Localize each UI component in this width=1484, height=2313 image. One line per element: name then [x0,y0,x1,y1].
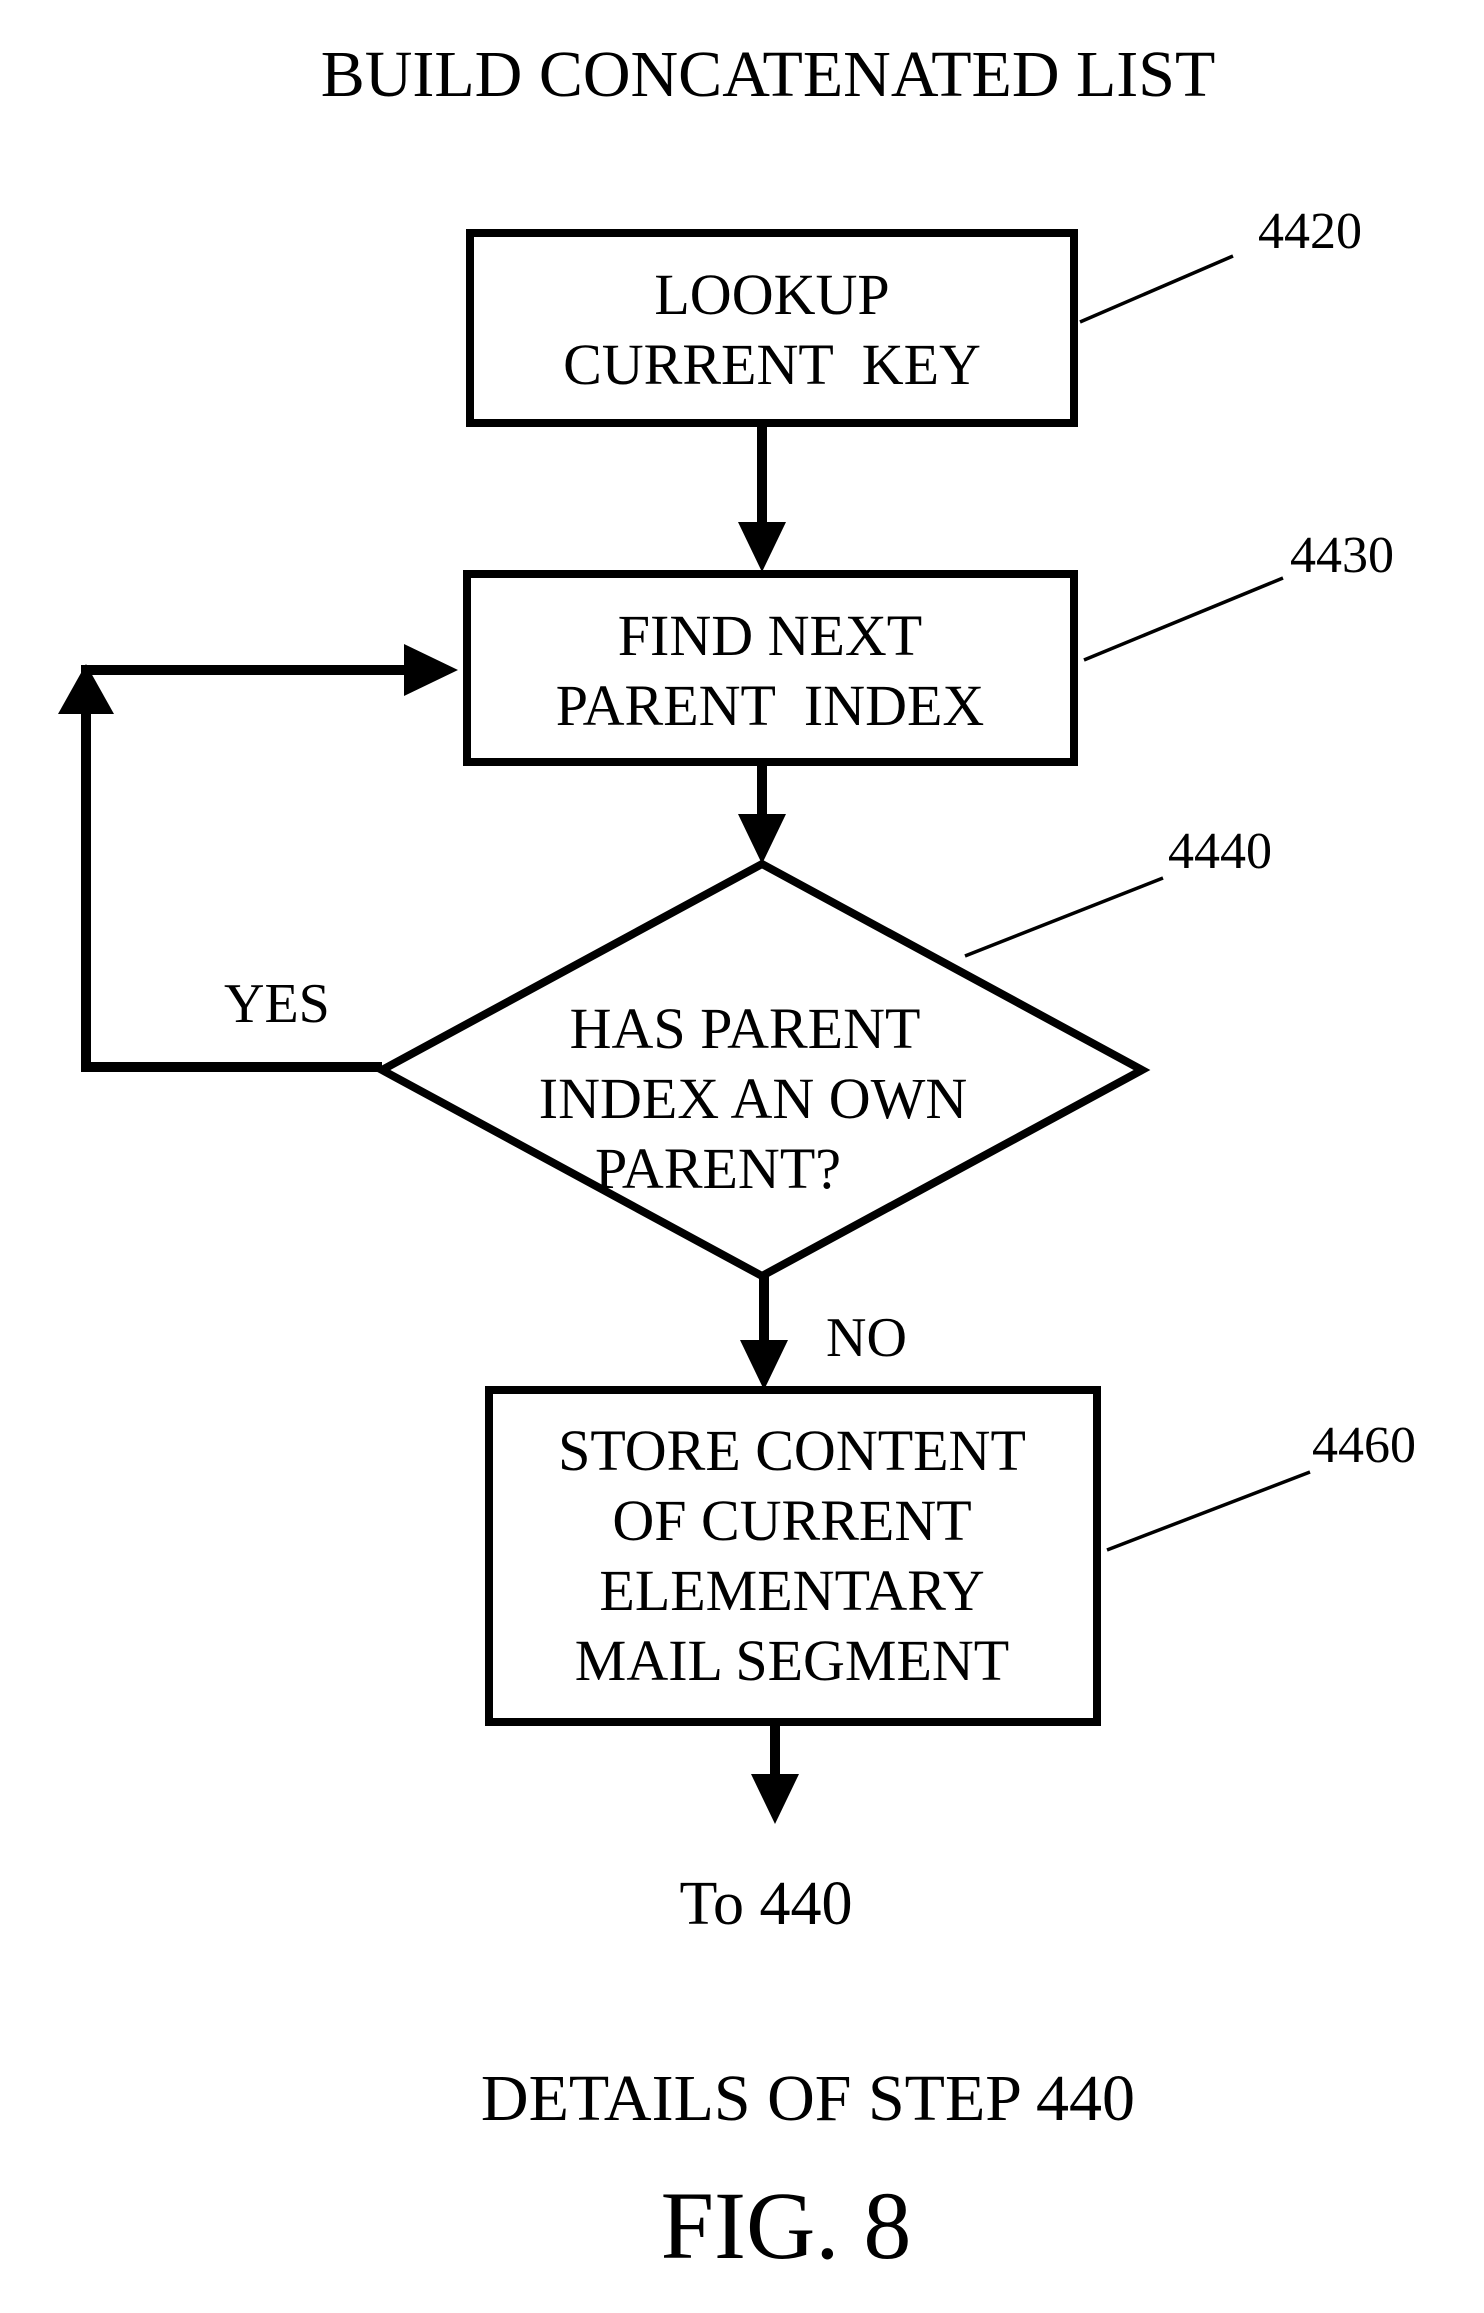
node-lookup-line-1: LOOKUP [654,262,889,327]
leader-line-4460 [1107,1472,1310,1550]
node-find-line-1: FIND NEXT [618,603,922,668]
node-find-line-2: PARENT INDEX [556,673,985,738]
arrow-no-to-store [740,1276,788,1390]
node-store-content: STORE CONTENT OF CURRENT ELEMENTARY MAIL… [489,1390,1097,1722]
leader-line-4430 [1084,578,1283,660]
figure-caption: DETAILS OF STEP 440 [481,2062,1135,2135]
node-store-line-4: MAIL SEGMENT [575,1628,1009,1693]
node-decision-has-own-parent: HAS PARENT INDEX AN OWN PARENT? [382,864,1142,1276]
node-decision-line-3: PARENT? [595,1136,841,1201]
node-lookup-current-key: LOOKUP CURRENT KEY [470,233,1074,423]
ref-label-4430: 4430 [1290,527,1394,584]
node-lookup-line-2: CURRENT KEY [563,332,981,397]
edge-label-no: NO [826,1307,907,1369]
node-find-next-parent-index: FIND NEXT PARENT INDEX [467,574,1074,762]
node-decision-line-2: INDEX AN OWN [539,1066,968,1131]
node-store-line-1: STORE CONTENT [558,1418,1026,1483]
arrow-find-to-decision [738,762,786,864]
exit-label: To 440 [679,1870,852,1938]
node-store-line-2: OF CURRENT [612,1488,971,1553]
ref-label-4420: 4420 [1258,203,1362,260]
leader-line-4420 [1080,256,1233,322]
node-decision-line-1: HAS PARENT [570,996,921,1061]
node-store-line-3: ELEMENTARY [599,1558,984,1623]
arrow-exit [751,1722,799,1824]
arrow-lookup-to-find [738,423,786,572]
ref-label-4440: 4440 [1168,823,1272,880]
leader-line-4440 [965,878,1163,956]
diagram-title: BUILD CONCATENATED LIST [321,38,1216,111]
ref-label-4460: 4460 [1312,1417,1416,1474]
figure-label: FIG. 8 [661,2172,912,2279]
edge-label-yes: YES [224,973,330,1035]
